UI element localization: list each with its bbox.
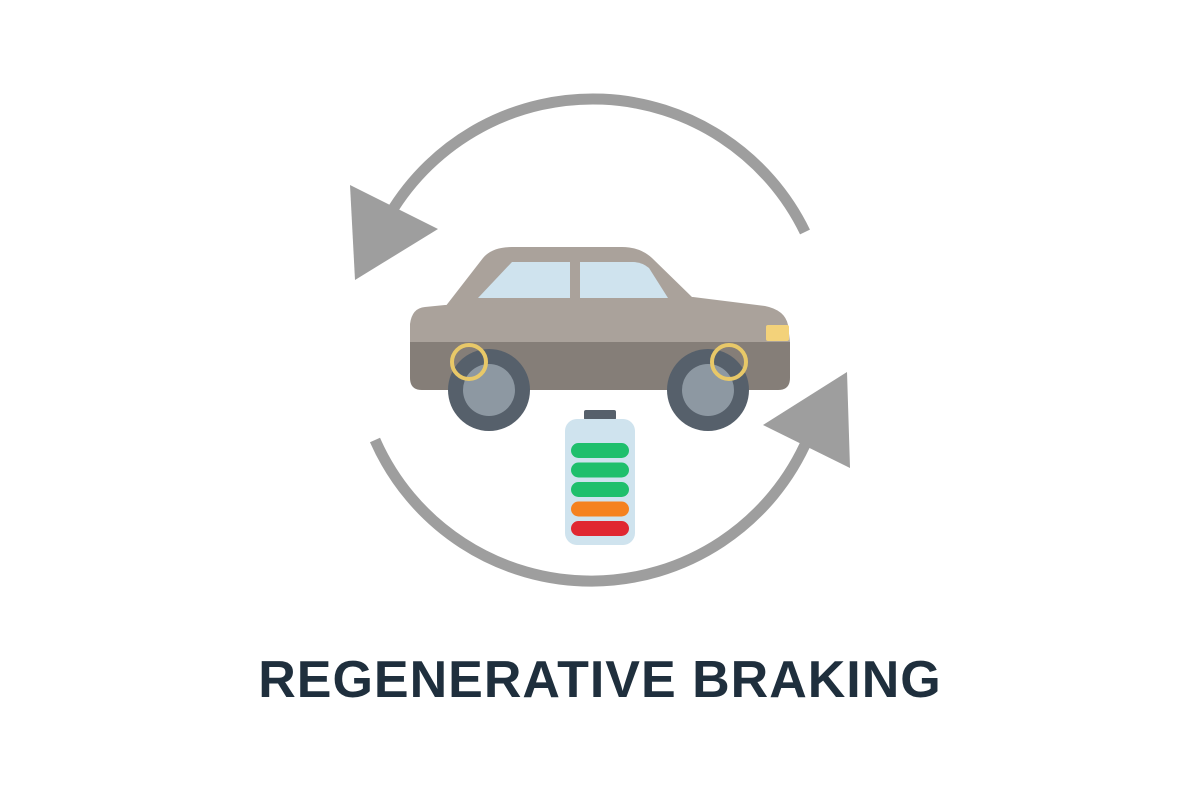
car-window-front <box>580 262 668 298</box>
headlight <box>766 325 789 341</box>
front-wheel <box>667 349 749 431</box>
upper-arc <box>385 93 810 235</box>
battery-icon <box>565 410 635 545</box>
front-wheel-ring <box>710 343 748 381</box>
battery-bar-full <box>571 482 629 497</box>
battery-bar-full <box>571 443 629 458</box>
battery-bar-low <box>571 521 629 536</box>
lower-arrowhead <box>763 372 850 468</box>
battery-bar-full <box>571 462 629 478</box>
rear-wheel <box>448 349 530 431</box>
battery-bars <box>571 443 629 536</box>
upper-arrowhead <box>350 185 438 280</box>
page-title: REGENERATIVE BRAKING <box>258 651 942 709</box>
cycle-arrows-icon <box>350 93 850 587</box>
lower-arc <box>369 435 814 587</box>
car-window-rear <box>478 262 570 298</box>
rear-wheel-ring <box>450 343 488 381</box>
car-icon <box>410 247 790 431</box>
battery-terminal <box>584 410 616 420</box>
regenerative-braking-graphic <box>350 93 850 587</box>
battery-bar-medium <box>571 501 629 517</box>
car-body-upper <box>410 297 790 342</box>
